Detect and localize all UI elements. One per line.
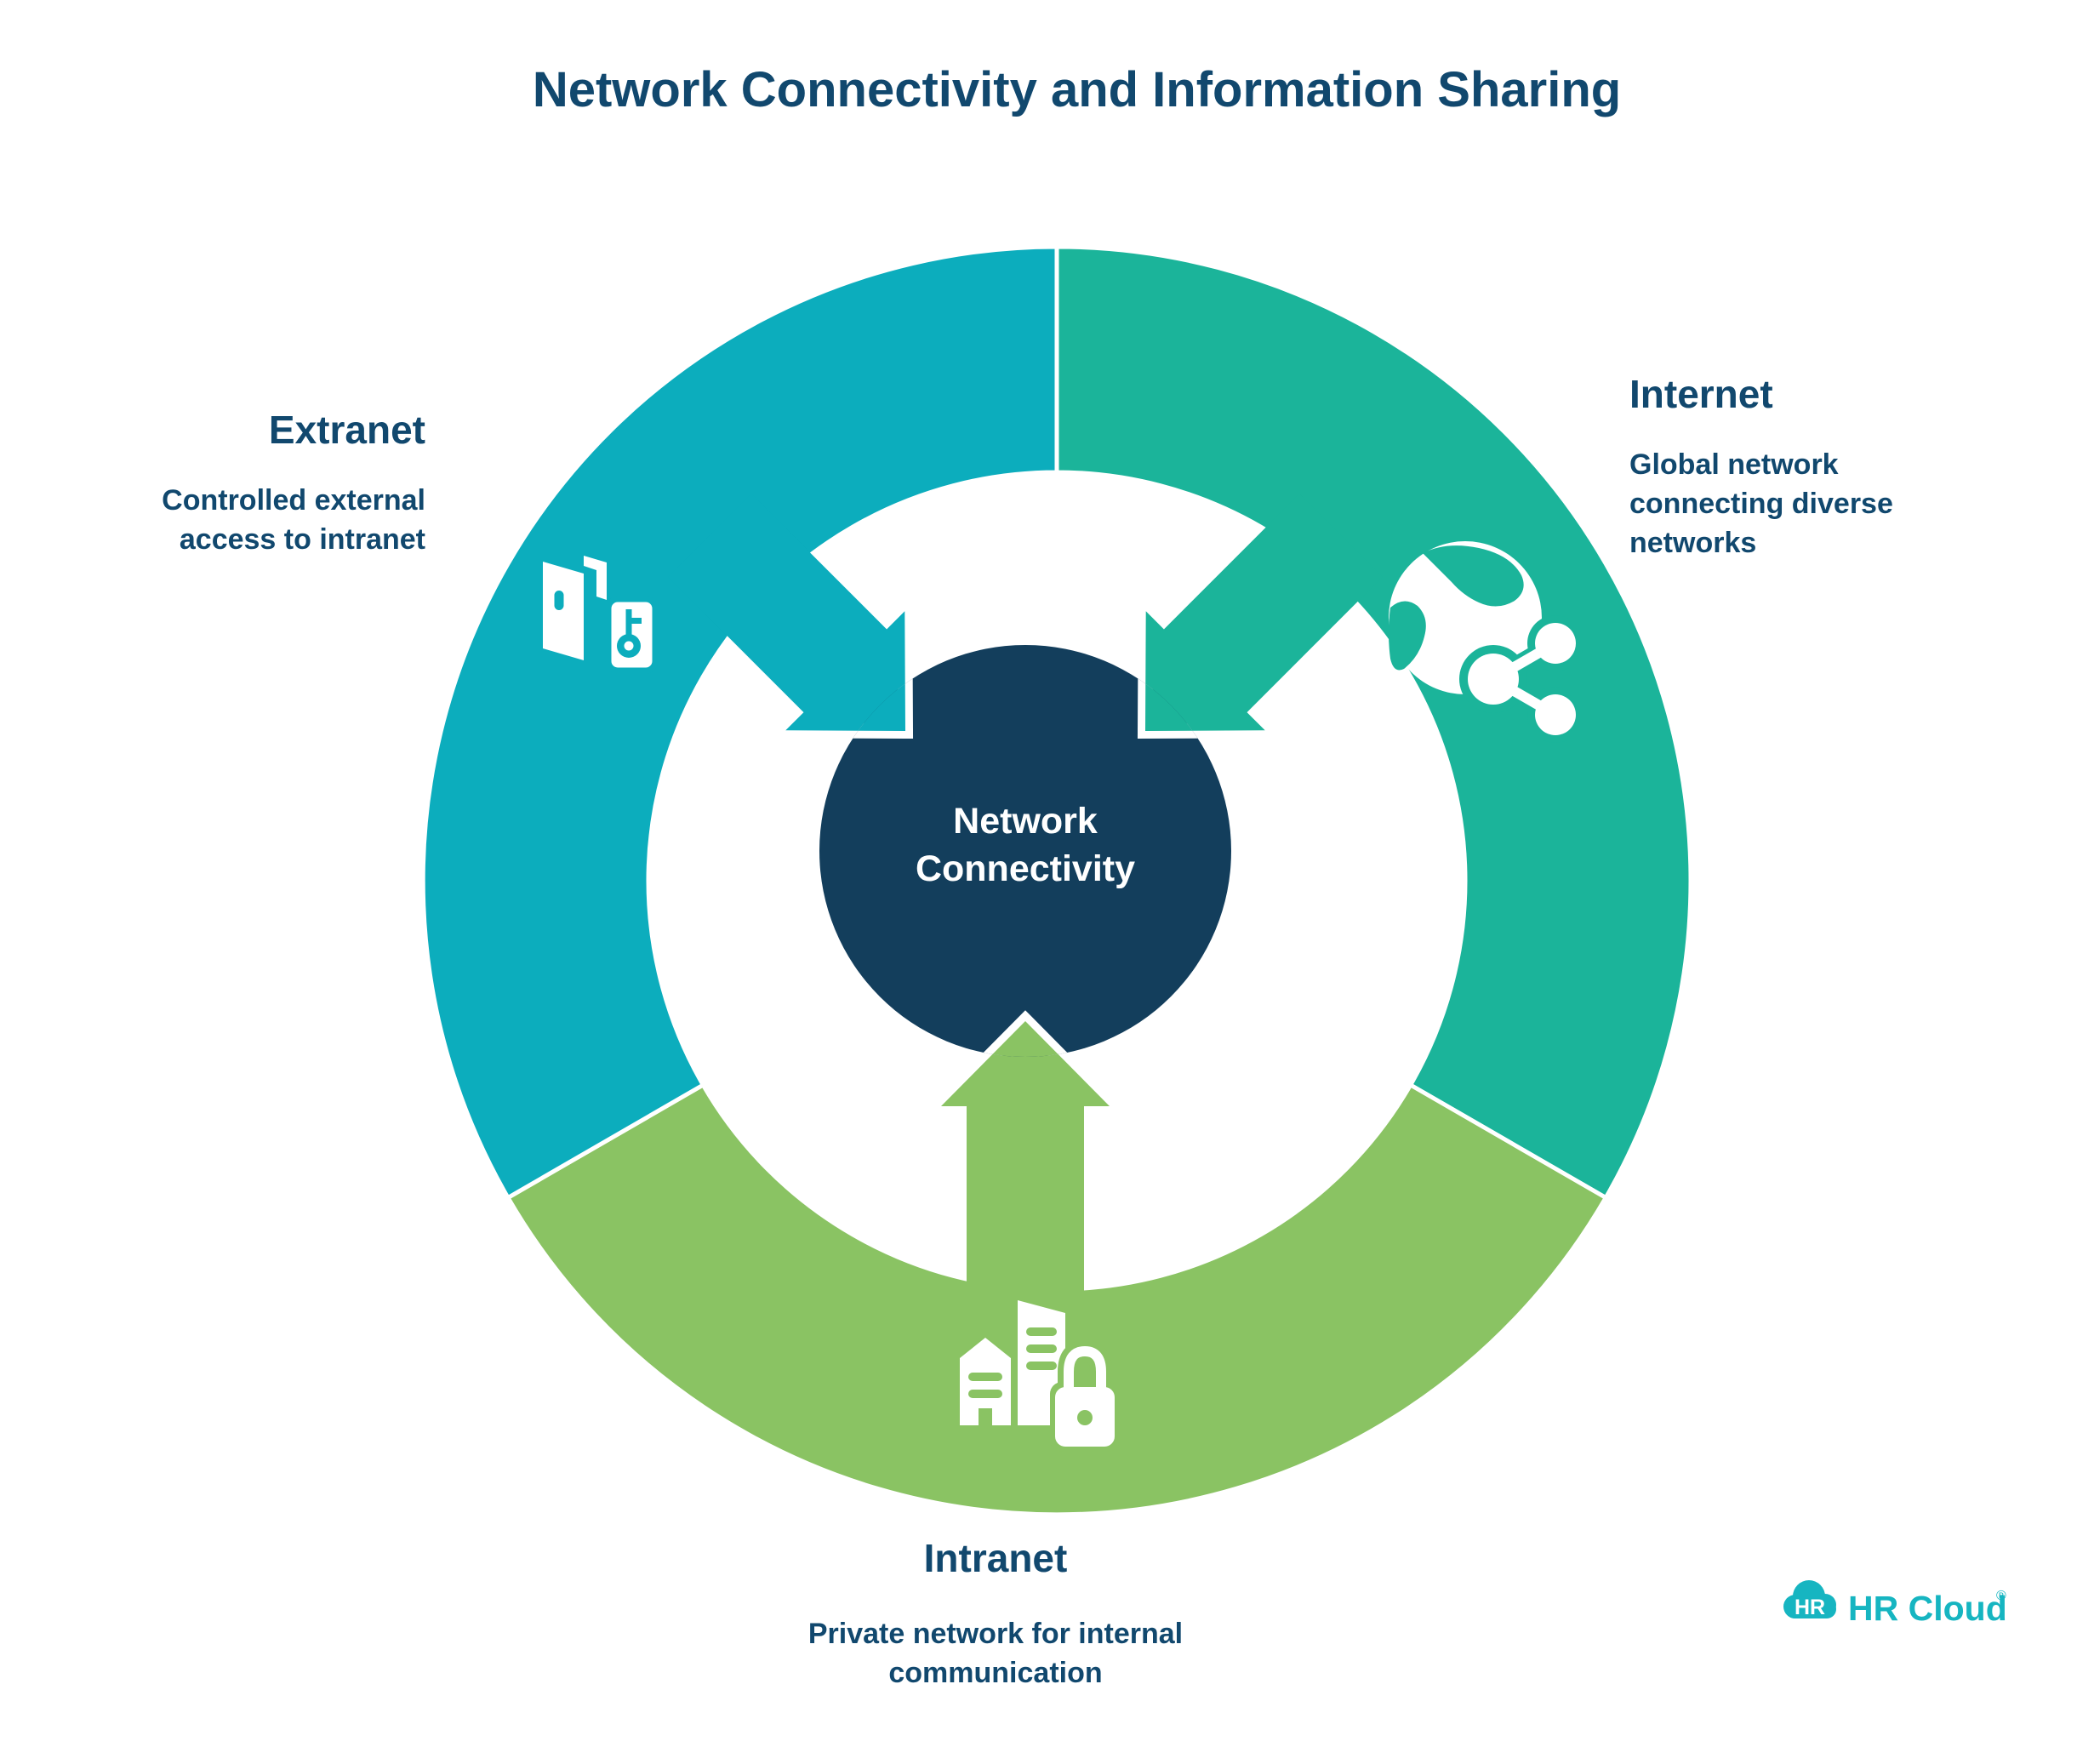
internet-heading: Internet <box>1629 372 1773 416</box>
globe-share-icon <box>1389 541 1583 743</box>
ring-segments <box>420 244 1693 1517</box>
arrows <box>668 494 1383 1298</box>
intranet-heading: Intranet <box>923 1536 1068 1580</box>
center-circle-label: Network Connectivity <box>855 798 1195 893</box>
logo-registered-mark: ® <box>1996 1589 2006 1603</box>
extranet-description: Controlled external access to intranet <box>162 484 425 556</box>
page-title: Network Connectivity and Information Sha… <box>532 62 1622 117</box>
hr-cloud-logo: HR HR Cloud ® <box>1783 1580 2007 1628</box>
door-key-icon <box>543 556 659 674</box>
extranet-segment <box>420 244 1059 1201</box>
intranet-label-block: Intranet Private network for internal co… <box>783 1535 1208 1693</box>
internet-label-block: Internet Global network connecting diver… <box>1629 371 1970 563</box>
buildings-lock-icon <box>960 1300 1120 1452</box>
intranet-description: Private network for internal communicati… <box>807 1618 1184 1689</box>
intranet-arrow <box>941 1021 1110 1298</box>
internet-arrow <box>1145 494 1383 731</box>
logo-badge-text: HR <box>1795 1596 1825 1619</box>
cloud-icon <box>1783 1580 1836 1618</box>
center-label-line1: Network <box>953 801 1098 842</box>
center-label-line2: Connectivity <box>915 848 1136 889</box>
extranet-label-block: Extranet Controlled external access to i… <box>102 407 425 560</box>
intranet-segment <box>505 1082 1609 1517</box>
extranet-arrow <box>668 494 905 731</box>
center-circle <box>819 645 1231 1057</box>
logo-wordmark: HR Cloud <box>1848 1589 2007 1628</box>
extranet-heading: Extranet <box>268 408 425 452</box>
internet-description: Global network connecting diverse networ… <box>1629 448 1893 559</box>
